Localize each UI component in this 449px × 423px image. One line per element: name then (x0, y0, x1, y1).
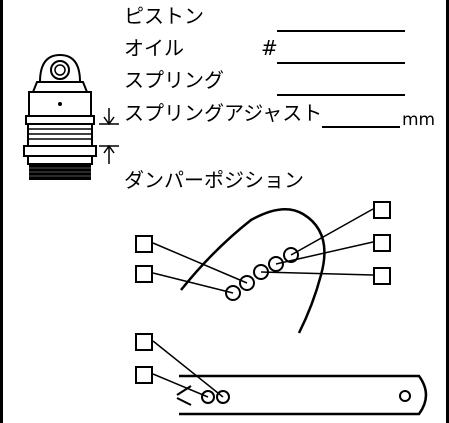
spring-adjust-input-line[interactable] (322, 126, 400, 128)
tower-inner-checkbox-1[interactable] (135, 235, 153, 253)
oil-input-line[interactable] (277, 62, 405, 64)
shock-tower-icon (152, 207, 374, 334)
tower-outer-checkbox-1[interactable] (373, 201, 391, 219)
arm-outer-checkbox[interactable] (135, 366, 153, 384)
spring-label: スプリング (124, 68, 224, 92)
tower-outer-checkbox-2[interactable] (373, 234, 391, 252)
tower-inner-checkbox-2[interactable] (135, 265, 153, 283)
spring-adjust-unit: mm (402, 110, 436, 130)
suspension-arm-icon (152, 340, 428, 416)
shock-absorber-icon (23, 53, 119, 180)
oil-hash-mark: # (261, 36, 278, 60)
oil-label: オイル (124, 36, 184, 60)
damper-position-label: ダンパーポジション (124, 168, 304, 192)
spring-adjust-label: スプリングアジャスト (124, 101, 323, 125)
piston-label: ピストン (124, 4, 204, 28)
spring-input-line[interactable] (277, 94, 405, 96)
piston-input-line[interactable] (277, 30, 405, 32)
tower-outer-checkbox-3[interactable] (373, 267, 391, 285)
arm-inner-checkbox[interactable] (135, 333, 153, 351)
